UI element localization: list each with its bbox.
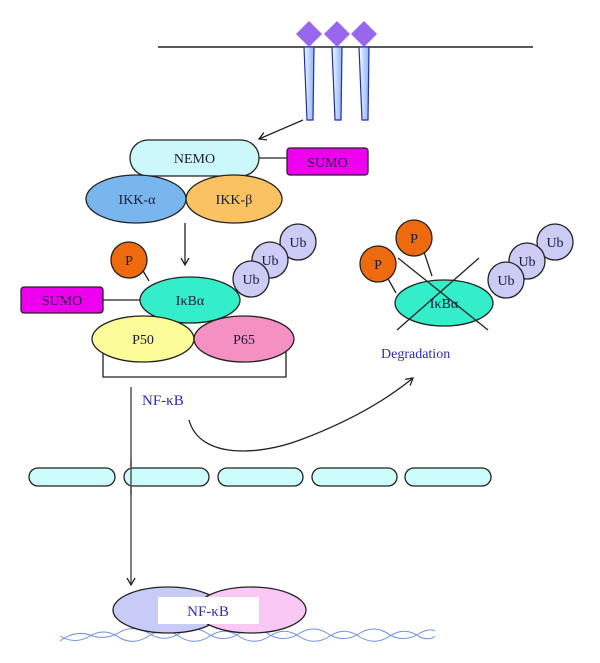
deg-ub-3-label: Ub	[546, 236, 563, 251]
ikk-beta-node	[185, 174, 283, 224]
degraded-ikba-label: IκBα	[430, 297, 459, 312]
receptor-1	[296, 21, 322, 121]
receptor-3-ligand	[351, 21, 377, 47]
deg-ub-1	[487, 261, 525, 299]
sumo-top-label: SUMO	[307, 156, 347, 171]
ub-1	[232, 260, 270, 298]
deg-phospho-1-link	[386, 276, 397, 294]
receptor-complex	[296, 21, 377, 121]
receptor-3-stalk	[358, 46, 370, 121]
receptor-2-stalk	[331, 46, 343, 121]
cross-line-2	[396, 257, 480, 331]
receptor-2-ligand	[324, 21, 350, 47]
p65-label: P65	[233, 333, 255, 348]
nfkb-bracket	[102, 350, 287, 378]
receptor-1-stalk	[303, 46, 315, 121]
nuclear-nfkb-label: NF-κB	[187, 604, 229, 620]
ikba-label: IκBα	[176, 294, 205, 309]
ub-3-label: Ub	[289, 236, 306, 251]
ub-2-label: Ub	[261, 254, 278, 269]
deg-phosphate-2	[395, 219, 433, 257]
nuclear-nfkb-label-box	[158, 597, 259, 624]
cross-line-1	[397, 257, 489, 331]
degradation-complex: IκBα P P Ub Ub Ub	[359, 219, 574, 331]
ub-3	[279, 223, 317, 261]
nuclear-membrane-segment-2	[123, 467, 210, 487]
deg-ub-1-label: Ub	[497, 274, 514, 289]
ub-1-label: Ub	[242, 273, 259, 288]
p50-label: P50	[132, 333, 154, 348]
phosphate-left-label: P	[125, 254, 133, 269]
receptor-1-ligand	[296, 21, 322, 47]
nuclear-membrane-segment-4	[311, 467, 398, 487]
nuclear-membrane	[28, 467, 492, 487]
degradation-label: Degradation	[381, 347, 450, 362]
sumo-top-node	[286, 147, 369, 176]
p65-node	[193, 315, 295, 363]
nfkb-complex-label: NF-κB	[142, 393, 184, 409]
receptor-2	[324, 21, 350, 121]
deg-phosphate-2-label: P	[410, 232, 418, 247]
phosphate-left	[110, 241, 148, 279]
nemo-label: NEMO	[174, 152, 215, 167]
deg-phosphate-1-label: P	[374, 258, 382, 273]
sumo-left-node	[20, 286, 104, 314]
nuclear-nfkb-complex: NF-κB	[112, 586, 307, 634]
deg-ub-2-label: Ub	[518, 255, 535, 270]
ikba-node	[139, 276, 241, 324]
nuclear-membrane-segment-1	[28, 467, 116, 487]
arrow-receptor-to-nemo	[257, 119, 304, 141]
deg-ub-3	[536, 223, 574, 261]
ikk-beta-label: IKK-β	[216, 193, 253, 208]
deg-phospho-2-link	[422, 248, 433, 277]
receptor-3	[351, 21, 377, 121]
ikk-alpha-label: IKK-α	[119, 193, 157, 208]
nuclear-membrane-segment-5	[404, 467, 492, 487]
nemo-node	[129, 139, 260, 177]
sumo-left-label: SUMO	[42, 294, 82, 309]
dna-strand-2	[59, 630, 436, 642]
arrow-to-degradation	[188, 377, 415, 452]
deg-phosphate-1	[359, 245, 397, 283]
nuclear-membrane-segment-3	[217, 467, 304, 487]
